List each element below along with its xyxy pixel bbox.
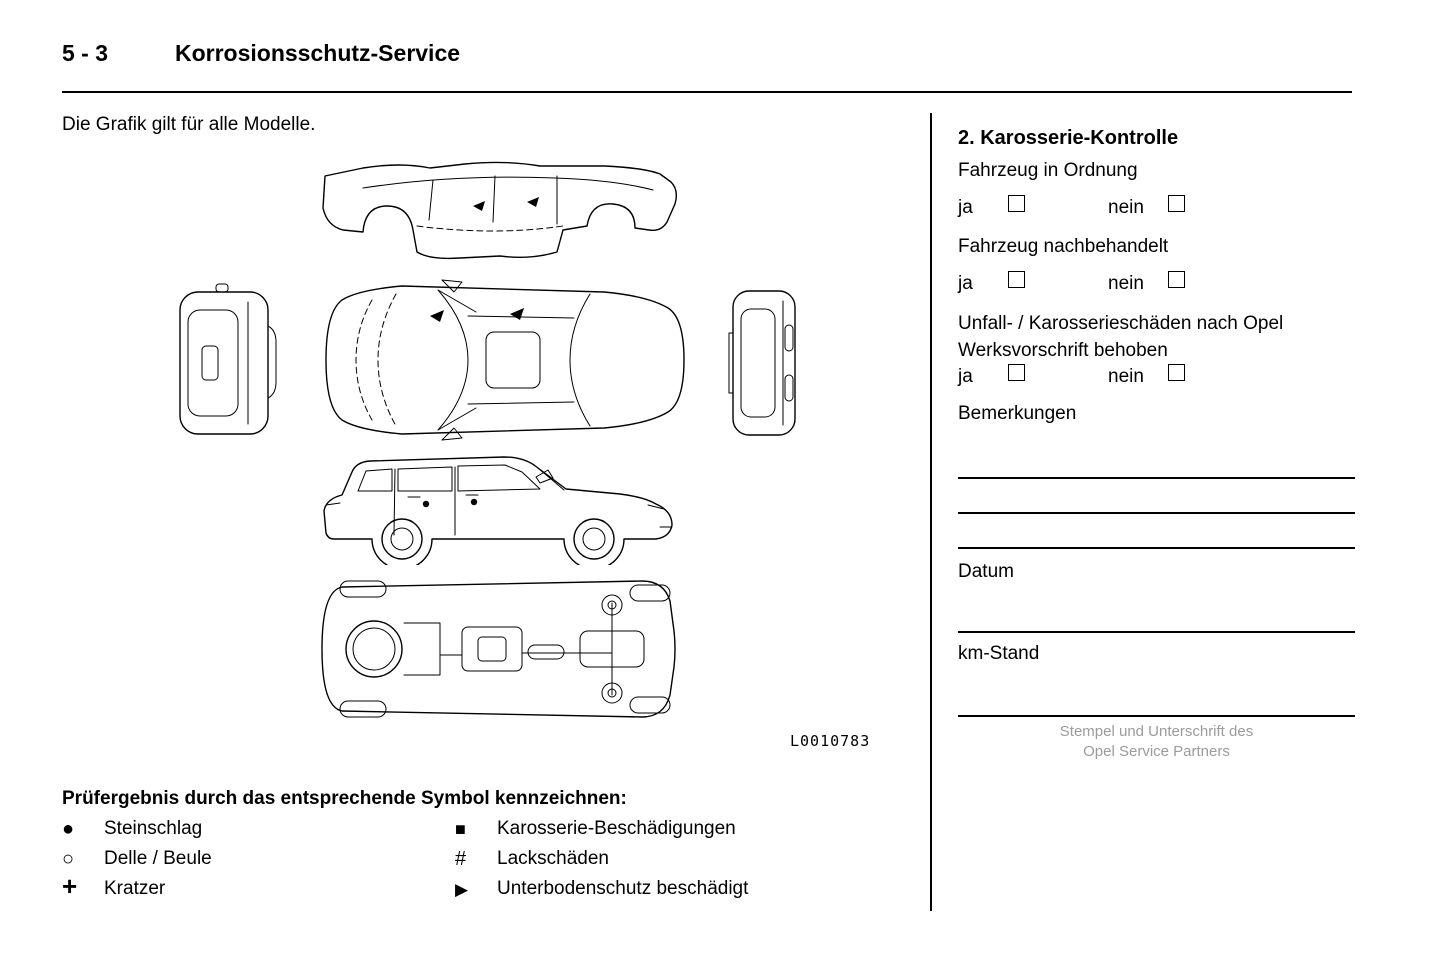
- paint-damage-symbol: #: [455, 848, 467, 870]
- legend-title: Prüfergebnis durch das entsprechende Sym…: [62, 788, 627, 809]
- underbody-damage-symbol: ▶: [455, 880, 469, 899]
- nein-label: nein: [1108, 366, 1144, 387]
- km-stand-line[interactable]: [958, 715, 1355, 717]
- car-rear-view-drawing: [179, 283, 277, 435]
- fahrzeug-nachbehandelt-ja-checkbox[interactable]: [1008, 271, 1025, 288]
- fahrzeug-in-ordnung-answers: ja nein: [958, 195, 1358, 219]
- question-unfallschaeden-behoben-label: Unfall- / Karosserieschäden nach Opel We…: [958, 313, 1284, 361]
- unfallschaeden-behoben-ja-checkbox[interactable]: [1008, 364, 1025, 381]
- ja-label: ja: [958, 273, 973, 294]
- km-stand-label: km-Stand: [958, 643, 1040, 664]
- datum-label: Datum: [958, 561, 1014, 582]
- diagram-caption: Die Grafik gilt für alle Modelle.: [62, 114, 316, 135]
- legend-item-karosserie-beschaedigungen: ■ Karosserie-Beschädigungen: [455, 816, 736, 842]
- dent-symbol: ○: [62, 848, 75, 870]
- legend-label: Unterbodenschutz beschädigt: [497, 878, 749, 899]
- datum-line[interactable]: [958, 631, 1355, 633]
- ja-label: ja: [958, 197, 973, 218]
- legend-item-unterbodenschutz: ▶ Unterbodenschutz beschädigt: [455, 876, 748, 902]
- bemerkungen-line-2[interactable]: [958, 512, 1355, 514]
- legend-item-lackschaeden: # Lackschäden: [455, 846, 609, 872]
- legend-item-steinschlag: ● Steinschlag: [62, 816, 202, 842]
- question-fahrzeug-in-ordnung-label: Fahrzeug in Ordnung: [958, 160, 1138, 181]
- car-top-view-drawing: [325, 279, 685, 441]
- scratch-symbol: +: [62, 871, 78, 901]
- page-title: Korrosionsschutz-Service: [175, 40, 461, 66]
- stamp-note-text: Stempel und Unterschrift des Opel Servic…: [1059, 723, 1254, 761]
- legend-label: Lackschäden: [497, 848, 609, 869]
- nein-label: nein: [1108, 273, 1144, 294]
- stone-chip-symbol: ●: [62, 818, 75, 840]
- page-number: 5 - 3: [62, 40, 109, 66]
- fahrzeug-in-ordnung-ja-checkbox[interactable]: [1008, 195, 1025, 212]
- bemerkungen-line-1[interactable]: [958, 477, 1355, 479]
- unfallschaeden-behoben-nein-checkbox[interactable]: [1168, 364, 1185, 381]
- car-underbody-drawing: [321, 580, 676, 718]
- car-front-view-drawing: [728, 290, 796, 436]
- unfallschaeden-behoben-answers: ja nein: [958, 364, 1358, 388]
- bemerkungen-label: Bemerkungen: [958, 403, 1077, 424]
- figure-code: L0010783: [790, 732, 871, 750]
- nein-label: nein: [1108, 197, 1144, 218]
- bemerkungen-line-3[interactable]: [958, 547, 1355, 549]
- fahrzeug-nachbehandelt-answers: ja nein: [958, 271, 1358, 295]
- legend-label: Kratzer: [104, 878, 166, 899]
- legend-item-delle-beule: ○ Delle / Beule: [62, 846, 212, 872]
- form-section-title: 2. Karosserie-Kontrolle: [958, 127, 1179, 149]
- legend-label: Steinschlag: [104, 818, 203, 839]
- question-fahrzeug-nachbehandelt-label: Fahrzeug nachbehandelt: [958, 236, 1169, 257]
- fahrzeug-in-ordnung-nein-checkbox[interactable]: [1168, 195, 1185, 212]
- fahrzeug-nachbehandelt-nein-checkbox[interactable]: [1168, 271, 1185, 288]
- body-damage-symbol: ■: [455, 819, 466, 839]
- car-side-view-drawing: [323, 456, 673, 565]
- header-rule: [62, 91, 1352, 93]
- legend-label: Delle / Beule: [104, 848, 212, 869]
- legend-item-kratzer: + Kratzer: [62, 871, 166, 902]
- stamp-note: Stempel und Unterschrift des Opel Servic…: [958, 722, 1355, 763]
- car-body-structure-drawing: [322, 161, 678, 260]
- column-divider: [930, 113, 932, 911]
- legend-label: Karosserie-Beschädigungen: [497, 818, 736, 839]
- ja-label: ja: [958, 366, 973, 387]
